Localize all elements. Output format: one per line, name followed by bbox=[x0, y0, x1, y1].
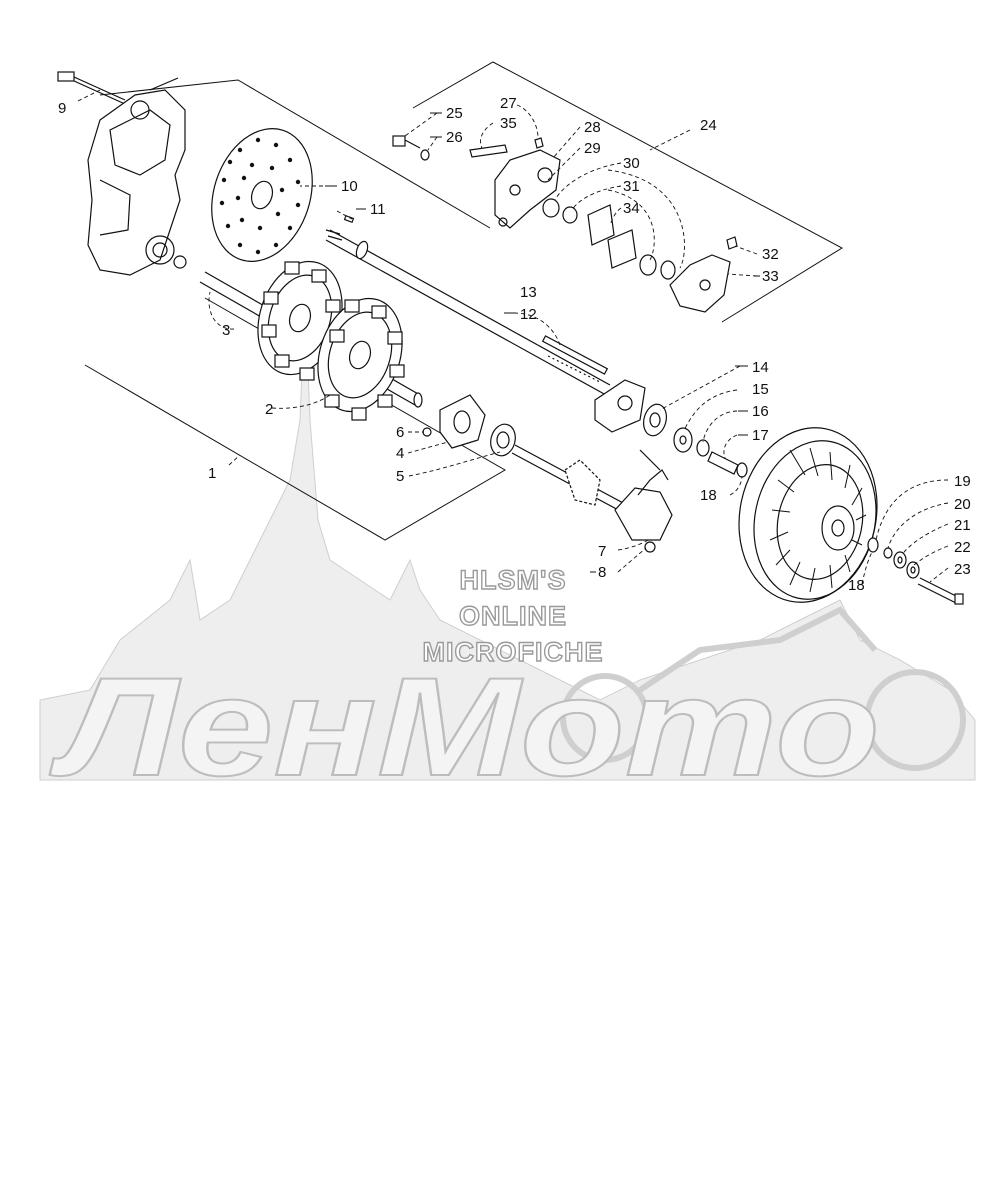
callout-25: 25 bbox=[446, 105, 463, 122]
callout-5: 5 bbox=[396, 468, 404, 485]
idler-wheel bbox=[738, 427, 878, 603]
callout-26: 26 bbox=[446, 129, 463, 146]
frame-assembly-24 bbox=[412, 61, 844, 323]
callout-6: 6 bbox=[396, 424, 404, 441]
watermark-line-3: MICROFICHE bbox=[422, 636, 604, 667]
callout-33: 33 bbox=[762, 268, 779, 285]
part-28-29-caliper bbox=[494, 149, 561, 229]
part-23-bolt bbox=[917, 577, 964, 605]
axle-extension bbox=[511, 444, 641, 521]
callout-7: 7 bbox=[598, 543, 606, 560]
part-34-brake-pads bbox=[587, 204, 637, 269]
part-26-washer bbox=[420, 149, 430, 161]
callout-24: 24 bbox=[700, 117, 717, 134]
callout-2: 2 bbox=[265, 401, 273, 418]
part-11-key bbox=[343, 214, 355, 224]
callout-1: 1 bbox=[208, 465, 216, 482]
part-22-washer bbox=[906, 561, 920, 579]
callout-16: 16 bbox=[752, 403, 769, 420]
callout-17: 17 bbox=[752, 427, 769, 444]
part-6-nut bbox=[422, 427, 432, 437]
part-10-brake-disc bbox=[211, 128, 313, 262]
gear-case-housing bbox=[87, 77, 187, 276]
callout-dashes bbox=[325, 112, 760, 573]
callout-31: 31 bbox=[623, 178, 640, 195]
callout-18b: 18 bbox=[848, 577, 865, 594]
callout-labels: 9 10 11 3 2 6 4 5 1 13 12 14 15 16 17 18… bbox=[58, 95, 971, 594]
part-13-driveshaft bbox=[325, 229, 611, 396]
leader-lines bbox=[77, 89, 949, 585]
part-18-spacer bbox=[736, 462, 748, 478]
callout-27: 27 bbox=[500, 95, 517, 112]
part-7-cover bbox=[614, 449, 673, 541]
part-30-seal bbox=[542, 198, 560, 218]
part-15-washer bbox=[673, 427, 693, 453]
part-31-piston bbox=[562, 206, 578, 224]
callout-12: 12 bbox=[520, 306, 537, 323]
watermark-motorcycle bbox=[560, 606, 966, 771]
part-21-washer bbox=[893, 551, 907, 569]
callout-4: 4 bbox=[396, 445, 404, 462]
part-8-nut bbox=[644, 541, 656, 553]
watermark-line-2: ONLINE bbox=[458, 600, 567, 631]
part-2-track-drivers bbox=[257, 260, 405, 421]
watermark-logo-text: ЛенМото bbox=[49, 648, 880, 805]
callout-23: 23 bbox=[954, 561, 971, 578]
callout-22: 22 bbox=[954, 539, 971, 556]
part-33-caliper-half bbox=[669, 254, 731, 313]
callout-8: 8 bbox=[598, 564, 606, 581]
callout-28: 28 bbox=[584, 119, 601, 136]
callout-29: 29 bbox=[584, 140, 601, 157]
part-9-bolt bbox=[57, 71, 126, 105]
callout-15: 15 bbox=[752, 381, 769, 398]
part-5-bearing bbox=[490, 423, 516, 457]
watermark-logo: ЛенМото bbox=[48, 647, 881, 806]
callout-13: 13 bbox=[520, 284, 537, 301]
part-25-bolt bbox=[392, 135, 421, 149]
callout-3: 3 bbox=[222, 322, 230, 339]
callout-20: 20 bbox=[954, 496, 971, 513]
part-16-seal bbox=[696, 439, 710, 457]
callout-18a: 18 bbox=[700, 487, 717, 504]
part-12-key-strip bbox=[541, 335, 609, 383]
part-17-spacer bbox=[707, 451, 739, 475]
watermark-line-1: HLSM'S bbox=[459, 564, 567, 595]
part-20-spacer bbox=[883, 547, 893, 559]
callout-32: 32 bbox=[762, 246, 779, 263]
callout-10: 10 bbox=[341, 178, 358, 195]
callout-30: 30 bbox=[623, 155, 640, 172]
part-4-flange bbox=[439, 394, 486, 449]
part-35-pin bbox=[469, 144, 508, 158]
part-27-bleeder bbox=[534, 137, 544, 149]
callout-19: 19 bbox=[954, 473, 971, 490]
frame-upper-left bbox=[99, 79, 491, 229]
part-32-bleeder bbox=[726, 236, 738, 250]
part-19-bearing bbox=[867, 537, 879, 553]
callout-14: 14 bbox=[752, 359, 769, 376]
callout-34: 34 bbox=[623, 200, 640, 217]
callout-35: 35 bbox=[500, 115, 517, 132]
callout-9: 9 bbox=[58, 100, 66, 117]
bearing-bracket bbox=[594, 379, 646, 433]
callout-21: 21 bbox=[954, 517, 971, 534]
part-14-bearing bbox=[642, 403, 668, 437]
part-30b-seal bbox=[639, 254, 676, 280]
callout-11: 11 bbox=[370, 201, 386, 218]
watermark-graphic bbox=[39, 299, 976, 781]
parts bbox=[57, 71, 964, 605]
